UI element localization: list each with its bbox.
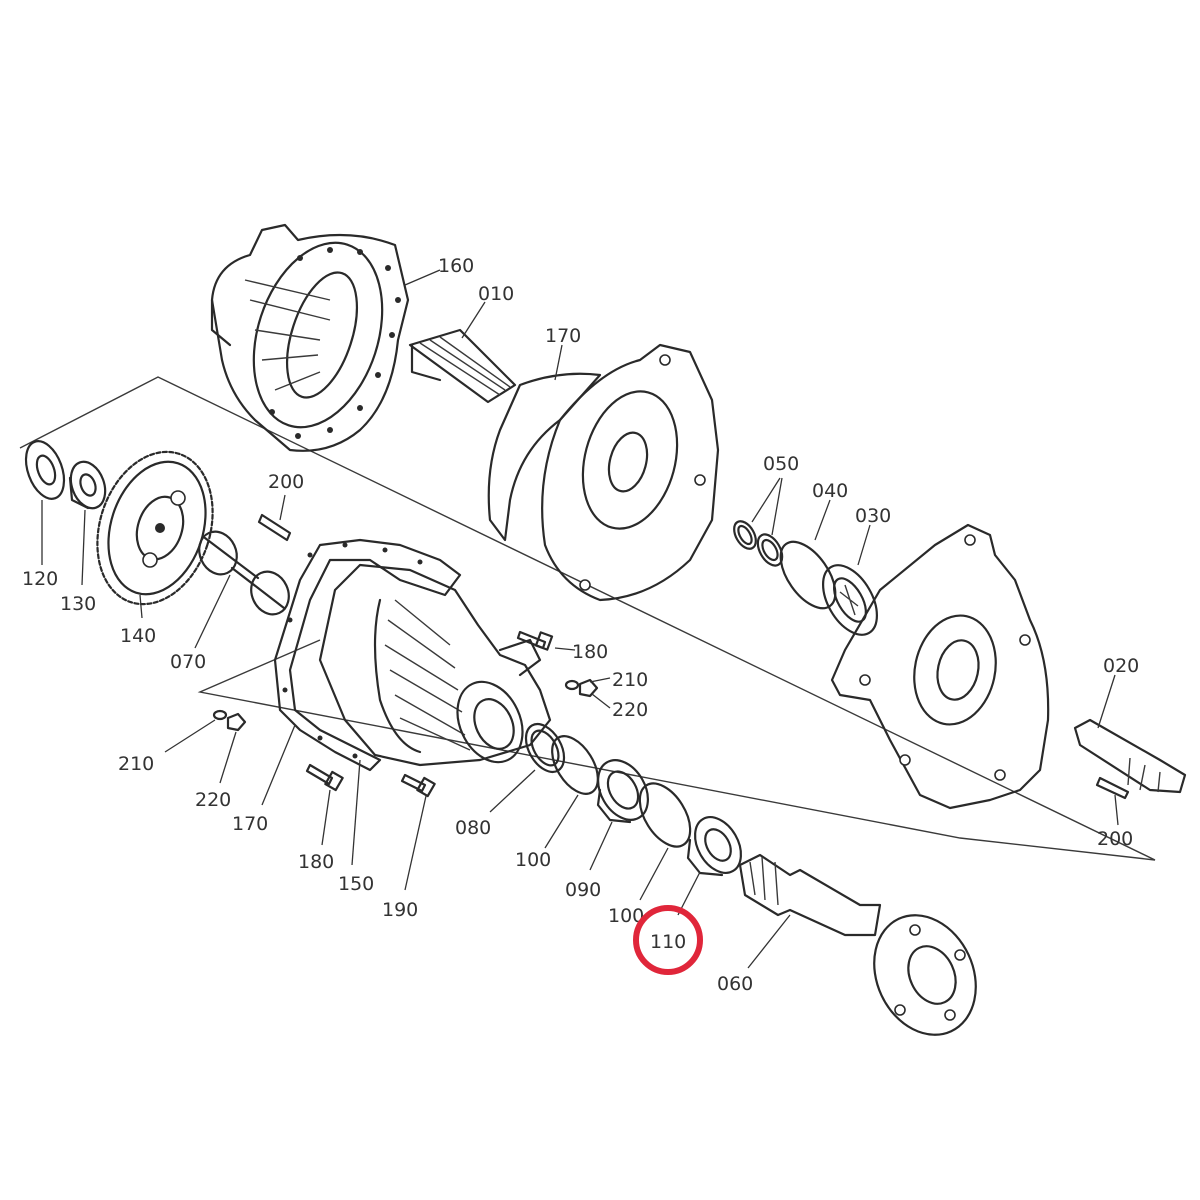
label-200-right[interactable]: 200 xyxy=(1097,828,1133,850)
part-200-pin-left[interactable] xyxy=(257,513,292,542)
label-210-upper[interactable]: 210 xyxy=(612,669,648,691)
leader-210-lower xyxy=(164,719,216,753)
part-170-gasket-lower[interactable] xyxy=(273,538,462,772)
label-180-lower[interactable]: 180 xyxy=(298,851,334,873)
part-190-bolt[interactable] xyxy=(400,773,436,798)
label-030[interactable]: 030 xyxy=(855,505,891,527)
leader-130 xyxy=(81,509,86,586)
leader-220-upper xyxy=(591,693,611,709)
leader-050-a xyxy=(751,477,781,523)
part-140-gear[interactable] xyxy=(79,437,232,619)
label-070[interactable]: 070 xyxy=(170,651,206,673)
assembly-boundary-line xyxy=(19,376,1156,861)
label-110[interactable]: 110 xyxy=(650,931,686,953)
leader-010 xyxy=(461,301,486,339)
leader-030 xyxy=(857,524,871,566)
leader-100-b xyxy=(639,847,669,901)
leader-060 xyxy=(747,914,791,969)
label-190[interactable]: 190 xyxy=(382,899,418,921)
part-130-bushing[interactable] xyxy=(65,457,111,513)
leader-210-upper xyxy=(589,677,611,683)
part-200-pin-right[interactable] xyxy=(1095,776,1130,800)
leader-040 xyxy=(814,499,831,541)
part-010-shaft[interactable] xyxy=(408,328,517,404)
leader-170-upper xyxy=(554,344,563,381)
label-170-lower[interactable]: 170 xyxy=(232,813,268,835)
part-160-housing[interactable] xyxy=(210,223,410,452)
part-180-bolt-lower[interactable] xyxy=(305,763,344,792)
label-170-upper[interactable]: 170 xyxy=(545,325,581,347)
label-090[interactable]: 090 xyxy=(565,879,601,901)
leader-020 xyxy=(1097,674,1116,729)
part-060-axle[interactable] xyxy=(738,853,995,1051)
leader-080 xyxy=(489,769,536,813)
part-210-220-lower[interactable] xyxy=(212,709,247,732)
label-220-lower[interactable]: 220 xyxy=(195,789,231,811)
part-120-seal[interactable] xyxy=(19,436,71,504)
leader-200-right xyxy=(1114,794,1119,826)
label-150[interactable]: 150 xyxy=(338,873,374,895)
leader-180-lower xyxy=(321,789,331,846)
label-080[interactable]: 080 xyxy=(455,817,491,839)
label-130[interactable]: 130 xyxy=(60,593,96,615)
part-050-snap-rings[interactable] xyxy=(730,518,787,570)
leader-070 xyxy=(194,574,231,649)
leader-150 xyxy=(351,759,361,866)
part-040-circlip[interactable] xyxy=(770,532,846,617)
part-020-shaft[interactable] xyxy=(1073,718,1187,794)
label-040[interactable]: 040 xyxy=(812,480,848,502)
leader-140 xyxy=(139,594,143,619)
leader-160 xyxy=(404,269,441,286)
part-090-bearing[interactable] xyxy=(588,751,658,828)
label-100-b[interactable]: 100 xyxy=(608,905,644,927)
part-070-sleeve[interactable] xyxy=(192,525,295,620)
label-160[interactable]: 160 xyxy=(438,255,474,277)
part-080-shim[interactable] xyxy=(518,717,572,778)
label-050[interactable]: 050 xyxy=(763,453,799,475)
part-210-220-upper[interactable] xyxy=(564,678,599,698)
label-010[interactable]: 010 xyxy=(478,283,514,305)
label-120[interactable]: 120 xyxy=(22,568,58,590)
leader-180-upper xyxy=(554,647,576,651)
leader-190 xyxy=(404,795,427,891)
part-030-bearing[interactable] xyxy=(812,556,888,644)
part-cover-plate-upper xyxy=(541,343,720,602)
leader-220-lower xyxy=(219,731,237,784)
part-110-bearing[interactable] xyxy=(686,809,751,881)
part-180-bolt-upper[interactable] xyxy=(516,630,554,651)
label-060[interactable]: 060 xyxy=(717,973,753,995)
highlight-ring-110 xyxy=(633,905,703,975)
part-100-circlip-a[interactable] xyxy=(543,728,607,801)
part-100-circlip-b[interactable] xyxy=(629,775,700,856)
leader-090 xyxy=(589,821,613,871)
label-220-upper[interactable]: 220 xyxy=(612,699,648,721)
label-210-lower[interactable]: 210 xyxy=(118,753,154,775)
label-020[interactable]: 020 xyxy=(1103,655,1139,677)
part-right-housing xyxy=(830,523,1050,810)
label-180-upper[interactable]: 180 xyxy=(572,641,608,663)
part-170-gasket-upper[interactable] xyxy=(487,372,602,542)
label-100-a[interactable]: 100 xyxy=(515,849,551,871)
label-200-left[interactable]: 200 xyxy=(268,471,304,493)
leader-200-left xyxy=(279,494,286,521)
part-150-housing[interactable] xyxy=(318,563,552,773)
leader-100-a xyxy=(544,794,579,849)
label-140[interactable]: 140 xyxy=(120,625,156,647)
leader-050-b xyxy=(771,477,783,536)
leader-170-lower xyxy=(261,724,296,806)
